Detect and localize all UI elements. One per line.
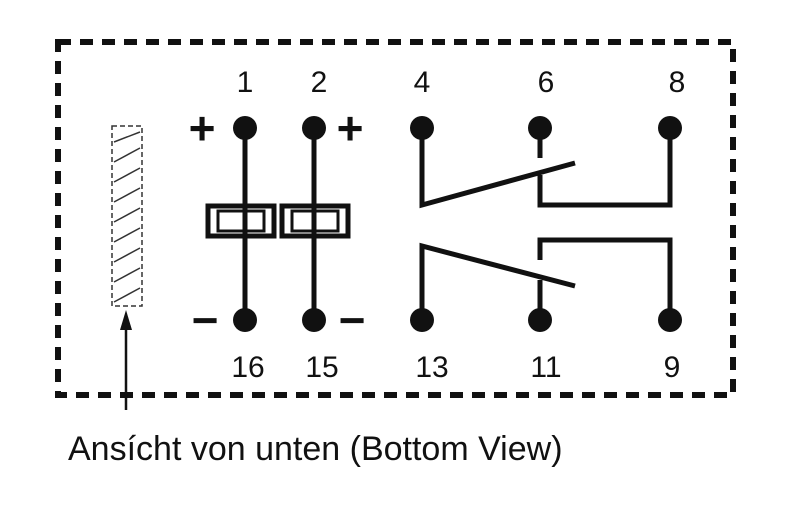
pin-label-4: 4: [414, 66, 431, 99]
coil-symbol: [111, 125, 143, 307]
pin-4-dot: [410, 116, 434, 140]
pin-label-6: 6: [538, 66, 555, 99]
pin-15-dot: [302, 308, 326, 332]
polarity-minus-pin16: −: [192, 294, 219, 346]
pin-label-11: 11: [530, 351, 561, 384]
pin-label-9: 9: [664, 351, 681, 384]
polarity-plus-pin1: +: [189, 102, 216, 154]
pin-dots-top: [233, 116, 682, 140]
pin-label-8: 8: [669, 66, 686, 99]
pin-6-dot: [528, 116, 552, 140]
pin-label-15: 15: [305, 351, 338, 384]
pin-8-dot: [658, 116, 682, 140]
caption: Ansícht von unten (Bottom View): [68, 430, 563, 468]
pin-label-1: 1: [237, 66, 254, 99]
pin-11-dot: [528, 308, 552, 332]
pin-1-dot: [233, 116, 257, 140]
coil-block-right: [279, 128, 351, 320]
pin-label-2: 2: [311, 66, 328, 99]
switch-contacts: [419, 128, 673, 320]
pin-label-13: 13: [415, 351, 448, 384]
pin-16-dot: [233, 308, 257, 332]
pin-2-dot: [302, 116, 326, 140]
polarity-minus-pin15: −: [339, 294, 366, 346]
pin-label-16: 16: [231, 351, 264, 384]
polarity-plus-pin2: +: [337, 102, 364, 154]
coil-block-left: [205, 128, 277, 320]
pin-dots-bottom: [233, 308, 682, 332]
pointer-arrow: [120, 310, 132, 410]
pin-13-dot: [410, 308, 434, 332]
pin-9-dot: [658, 308, 682, 332]
package-outline: [55, 39, 736, 398]
